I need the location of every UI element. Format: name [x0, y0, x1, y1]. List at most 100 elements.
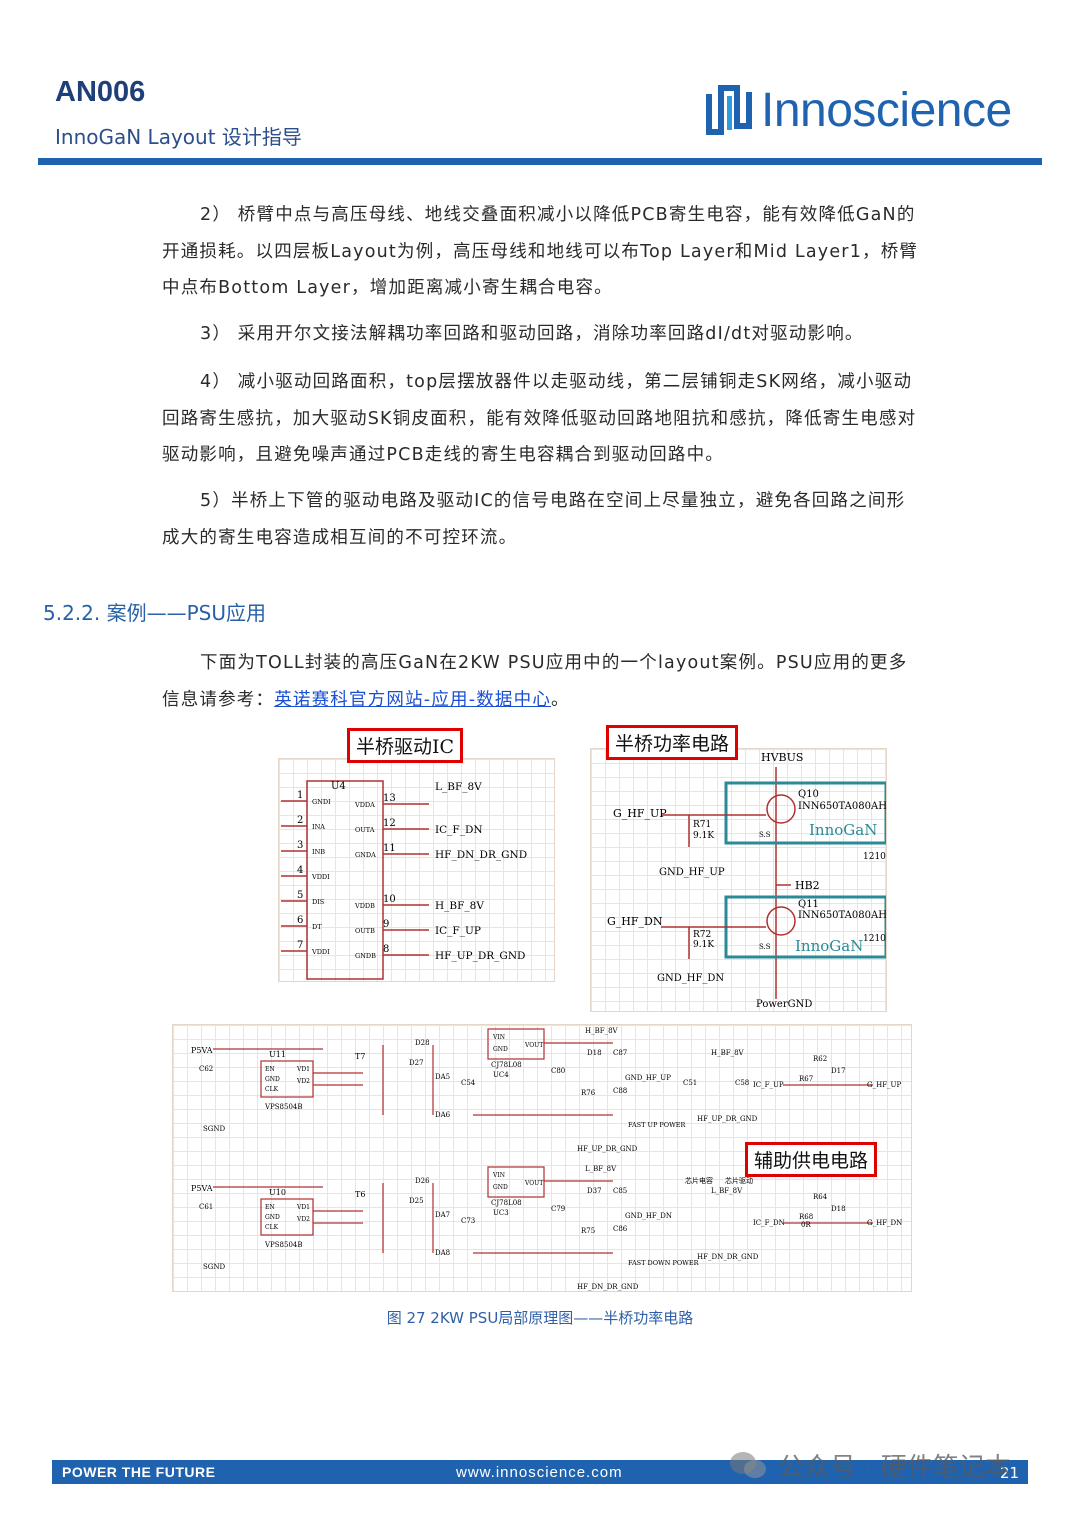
hvbus-label: HVBUS [761, 751, 803, 764]
ic-part: VPS8504B [264, 1103, 303, 1111]
driver-pin-name: VDDB [354, 902, 375, 910]
driver-pin-number: 13 [383, 793, 396, 804]
diode-label: DA7 [435, 1211, 450, 1219]
driver-pin-number: 3 [297, 840, 303, 851]
ss-bottom: S.S [759, 943, 771, 951]
diode-label: DA5 [435, 1073, 450, 1081]
paragraph-text: 2） 桥臂中点与高压母线、地线交叠面积减小以降低PCB寄生电容，能有效降低GaN… [162, 205, 919, 298]
dr-gnd-label: HF_DN_DR_GND [577, 1283, 639, 1291]
ic-pin: VD1 [296, 1066, 310, 1073]
diode-label: DA8 [435, 1249, 450, 1257]
reg-part: CJ78L08 [491, 1199, 522, 1207]
cap-label: C86 [613, 1225, 628, 1233]
chip-cap-label: 芯片电容 [685, 1176, 713, 1185]
innoscience-logo: Innoscience [705, 82, 1012, 138]
r71-value: 9.1K [693, 831, 714, 841]
intro-text: 下面为TOLL封装的高压GaN在2KW PSU应用中的一个layout案例。PS… [162, 645, 922, 718]
cap-label: C73 [461, 1217, 475, 1225]
driver-net-label: IC_F_UP [435, 925, 481, 937]
intro-body: 下面为TOLL封装的高压GaN在2KW PSU应用中的一个layout案例。PS… [162, 653, 908, 710]
driver-net-label: HF_DN_DR_GND [435, 849, 527, 861]
intro-end: 。 [551, 689, 570, 710]
reg-part: CJ78L08 [491, 1061, 522, 1069]
reg-pin: GND [493, 1184, 508, 1191]
diode-label: DA6 [435, 1111, 451, 1119]
driver-net-label: H_BF_8V [435, 900, 484, 912]
gate-net-label: G_HF_DN [867, 1219, 902, 1227]
label-aux-supply: 辅助供电电路 [745, 1142, 878, 1177]
diode-label: D18 [587, 1049, 602, 1057]
q11-brand: InnoGaN [795, 937, 863, 955]
r72-label: R72 [693, 930, 711, 940]
paragraph-text: 3） 采用开尔文接法解耦功率回路和驱动回路，消除功率回路dI/dt对驱动影响。 [200, 324, 864, 344]
pkg-top: 1210 [863, 852, 886, 862]
res-label: R64 [813, 1193, 828, 1201]
driver-pin-number: 7 [297, 940, 303, 951]
power-label: FAST UP POWER [628, 1121, 687, 1129]
res-label: R62 [813, 1055, 827, 1063]
driver-net-label: HF_UP_DR_GND [435, 950, 525, 962]
driver-pin-name: GNDA [355, 851, 376, 859]
reg-pin: VIN [492, 1034, 505, 1041]
hb2-label: HB2 [795, 879, 820, 892]
half-bridge-power-schematic: HVBUS Q10 INN650TA080AH InnoGaN Q11 INN6… [590, 748, 887, 1012]
cap-label: C51 [683, 1079, 697, 1087]
gnd-label: GND_HF_DN [625, 1212, 672, 1220]
sgnd-label: SGND [203, 1125, 226, 1133]
cap-label: C87 [613, 1049, 627, 1057]
power-label: FAST DOWN POWER [628, 1259, 700, 1267]
datacenter-link[interactable]: 英诺赛科官方网站-应用-数据中心 [274, 689, 552, 710]
driver-pin-number: 11 [383, 843, 396, 854]
driver-pin-number: 12 [383, 818, 396, 829]
driver-pin-number: 2 [297, 815, 303, 826]
res-label: R76 [581, 1089, 596, 1097]
powergnd-label: PowerGND [756, 999, 812, 1010]
pkg-bottom: 1210 [863, 934, 886, 944]
cap-label: C58 [735, 1079, 749, 1087]
reg-ref: UC4 [493, 1071, 509, 1079]
ss-top: S.S [759, 831, 771, 839]
paragraph-text: 4） 减小驱动回路面积，top层摆放器件以走驱动线，第二层铺铜走SK网络，减小驱… [162, 372, 917, 465]
aux-top-channel: P5VAC62U11ENGNDCLKVD1VD2VPS8504BSGNDT7D2… [191, 1027, 901, 1153]
footer-url[interactable]: www.innoscience.com [456, 1464, 623, 1481]
ic-pin: VD2 [296, 1078, 310, 1085]
driver-pin-number: 6 [297, 915, 303, 926]
dr-gnd-label: HF_UP_DR_GND [577, 1145, 638, 1153]
chip-drv-label: 芯片驱动 [725, 1176, 753, 1185]
q10-label: Q10 [798, 789, 819, 800]
q10-brand: InnoGaN [809, 821, 877, 839]
g-dn-label: G_HF_DN [607, 915, 663, 928]
driver-pin-name: DT [312, 923, 322, 931]
figure-caption: 图 27 2KW PSU局部原理图——半桥功率电路 [386, 1309, 694, 1327]
page-number: 21 [1000, 1464, 1020, 1482]
res-label: R68 [799, 1213, 813, 1221]
driver-pin-number: 5 [297, 890, 303, 901]
ic-body [260, 1198, 314, 1236]
q11-label: Q11 [798, 899, 819, 910]
q10-part: INN650TA080AH [798, 801, 886, 812]
q11-part: INN650TA080AH [798, 910, 886, 921]
cap-label: C54 [461, 1079, 476, 1087]
watermark-text: 公众号 · 硬件笔记本 [778, 1452, 1011, 1483]
driver-pin-number: 4 [297, 865, 303, 876]
ic-pin: GND [265, 1076, 280, 1083]
g-up-label: G_HF_UP [613, 807, 667, 820]
driver-net-label: L_BF_8V [435, 781, 482, 793]
ic-net-label: IC_F_DN [753, 1219, 785, 1227]
driver-pin-name: VDDA [354, 801, 375, 809]
aux-drawing: P5VAC62U11ENGNDCLKVD1VD2VPS8504BSGNDT7D2… [191, 1027, 902, 1291]
diode-label: D18 [831, 1205, 846, 1213]
paragraph-2: 2） 桥臂中点与高压母线、地线交叠面积减小以降低PCB寄生电容，能有效降低GaN… [162, 197, 922, 307]
driver-pin-number: 1 [297, 790, 303, 801]
section-intro: 下面为TOLL封装的高压GaN在2KW PSU应用中的一个layout案例。PS… [162, 645, 922, 718]
regulator-body [487, 1028, 545, 1060]
paragraph-4: 4） 减小驱动回路面积，top层摆放器件以走驱动线，第二层铺铜走SK网络，减小驱… [162, 364, 922, 474]
regulator-body [487, 1166, 545, 1198]
ic-pin: GND [265, 1214, 280, 1221]
ic-ref: U4 [331, 781, 346, 792]
driver-pin-number: 9 [383, 919, 389, 930]
ic-pin: CLK [265, 1224, 279, 1231]
